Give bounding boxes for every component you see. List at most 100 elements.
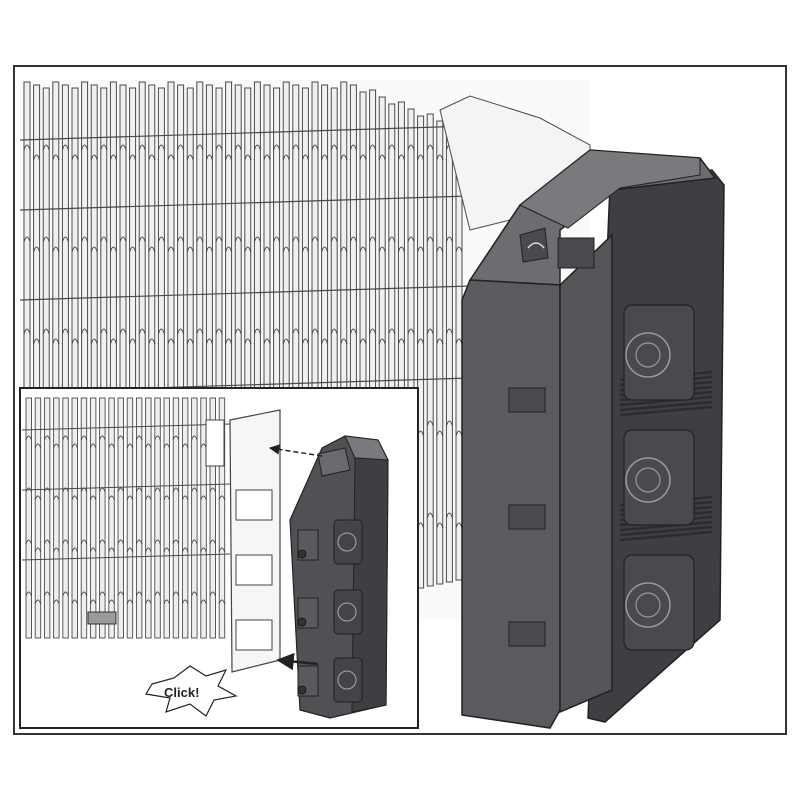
inset-slat bbox=[218, 397, 226, 639]
inset-slat-notch bbox=[108, 599, 115, 605]
slat-notch bbox=[81, 236, 89, 243]
fan-hub-icon bbox=[635, 592, 661, 618]
slat-notch bbox=[71, 338, 79, 345]
slat-notch bbox=[52, 338, 60, 345]
inset-slat-notch bbox=[191, 591, 198, 597]
inset-slat-notch bbox=[108, 443, 115, 449]
slat-notch bbox=[273, 144, 281, 151]
inset-slat-notch bbox=[62, 435, 69, 441]
inset-slat-notch bbox=[218, 495, 226, 501]
inset-slat-notch bbox=[209, 487, 216, 493]
slat-notch bbox=[234, 236, 242, 243]
inset-slat-notch bbox=[25, 435, 32, 441]
slat-notch bbox=[23, 144, 31, 151]
inset-slat-notch bbox=[43, 487, 51, 493]
slat-notch bbox=[205, 154, 213, 161]
slat-notch bbox=[426, 420, 434, 427]
slat-notch bbox=[177, 144, 185, 151]
inset-slat bbox=[25, 397, 32, 639]
slat-notch bbox=[90, 338, 98, 345]
inset-slat-notch bbox=[80, 591, 88, 597]
inset-slat bbox=[135, 397, 143, 639]
inset-slat-notch bbox=[191, 435, 198, 441]
slat-notch bbox=[417, 246, 425, 253]
slat-notch bbox=[349, 236, 357, 243]
inset-slat-notch bbox=[80, 539, 88, 545]
slat-notch bbox=[119, 144, 127, 151]
inset-slat bbox=[34, 397, 42, 639]
slat-notch bbox=[263, 338, 271, 345]
slat-notch bbox=[138, 144, 146, 151]
inset-slat-notch bbox=[145, 599, 152, 605]
slat-notch bbox=[436, 154, 444, 161]
inset-slat-notch bbox=[117, 435, 124, 441]
slat-notch bbox=[129, 338, 137, 345]
slat-notch bbox=[196, 236, 204, 243]
inset-slat bbox=[172, 397, 180, 639]
inset-slat-notch bbox=[99, 435, 106, 441]
slat-notch bbox=[234, 144, 242, 151]
inset-slat-notch bbox=[117, 487, 124, 493]
inset-slat bbox=[126, 397, 134, 639]
inset-slat-notch bbox=[43, 539, 51, 545]
fan-grille-icon bbox=[625, 457, 671, 503]
slat-notch bbox=[215, 144, 223, 151]
inset-slat bbox=[89, 397, 97, 639]
slat-notch bbox=[282, 246, 290, 253]
inset-slat-notch bbox=[25, 487, 32, 493]
slat-notch bbox=[426, 512, 434, 519]
slat-notch bbox=[292, 328, 300, 335]
slat-notch bbox=[417, 338, 425, 345]
inset-slat-notch bbox=[62, 487, 69, 493]
grille-band bbox=[619, 525, 713, 537]
inset-slat bbox=[200, 397, 207, 639]
inset-slat-notch bbox=[89, 443, 97, 449]
slat-notch bbox=[225, 338, 233, 345]
slat-notch bbox=[407, 144, 415, 151]
rack-slat bbox=[436, 120, 444, 585]
slat-notch bbox=[71, 154, 79, 161]
slat-notch bbox=[61, 328, 69, 335]
inset-slat-notch bbox=[135, 539, 143, 545]
slat-notch bbox=[119, 236, 127, 243]
inset-slat bbox=[53, 397, 60, 639]
inset-slat-notch bbox=[80, 435, 88, 441]
slat-notch bbox=[167, 154, 175, 161]
slat-notch bbox=[100, 328, 108, 335]
slat-notch bbox=[148, 338, 156, 345]
slat-notch bbox=[273, 328, 281, 335]
inset-backplane bbox=[205, 409, 281, 673]
inset-slat-notch bbox=[43, 435, 51, 441]
slat-notch bbox=[263, 246, 271, 253]
slat-notch bbox=[129, 154, 137, 161]
fan-housing bbox=[623, 304, 695, 401]
slat-notch bbox=[205, 338, 213, 345]
grille-band bbox=[619, 405, 713, 417]
insertion-arrow-top-icon bbox=[268, 444, 323, 457]
inset-slat-notch bbox=[53, 599, 60, 605]
slat-notch bbox=[359, 246, 367, 253]
inset-slat-notch bbox=[89, 495, 97, 501]
inset-slat-notch bbox=[154, 435, 161, 441]
inset-slat-notch bbox=[154, 539, 161, 545]
slat-notch bbox=[359, 338, 367, 345]
slat-notch bbox=[369, 236, 377, 243]
inset-slat-notch bbox=[43, 591, 51, 597]
inset-slat-notch bbox=[62, 591, 69, 597]
fan-housing bbox=[623, 554, 695, 651]
inset-slat bbox=[108, 397, 115, 639]
inset-slat-notch bbox=[154, 487, 161, 493]
slat-notch bbox=[321, 246, 329, 253]
slat-notch bbox=[359, 154, 367, 161]
slat-notch bbox=[330, 328, 338, 335]
slat-notch bbox=[445, 420, 453, 427]
inset-slat-notch bbox=[117, 539, 124, 545]
inset-slat-notch bbox=[172, 591, 180, 597]
inset-slat-notch bbox=[126, 443, 134, 449]
inset-slat-notch bbox=[25, 539, 32, 545]
slat-notch bbox=[81, 328, 89, 335]
inset-slat bbox=[62, 397, 69, 639]
slat-notch bbox=[23, 236, 31, 243]
slat-notch bbox=[436, 522, 444, 529]
